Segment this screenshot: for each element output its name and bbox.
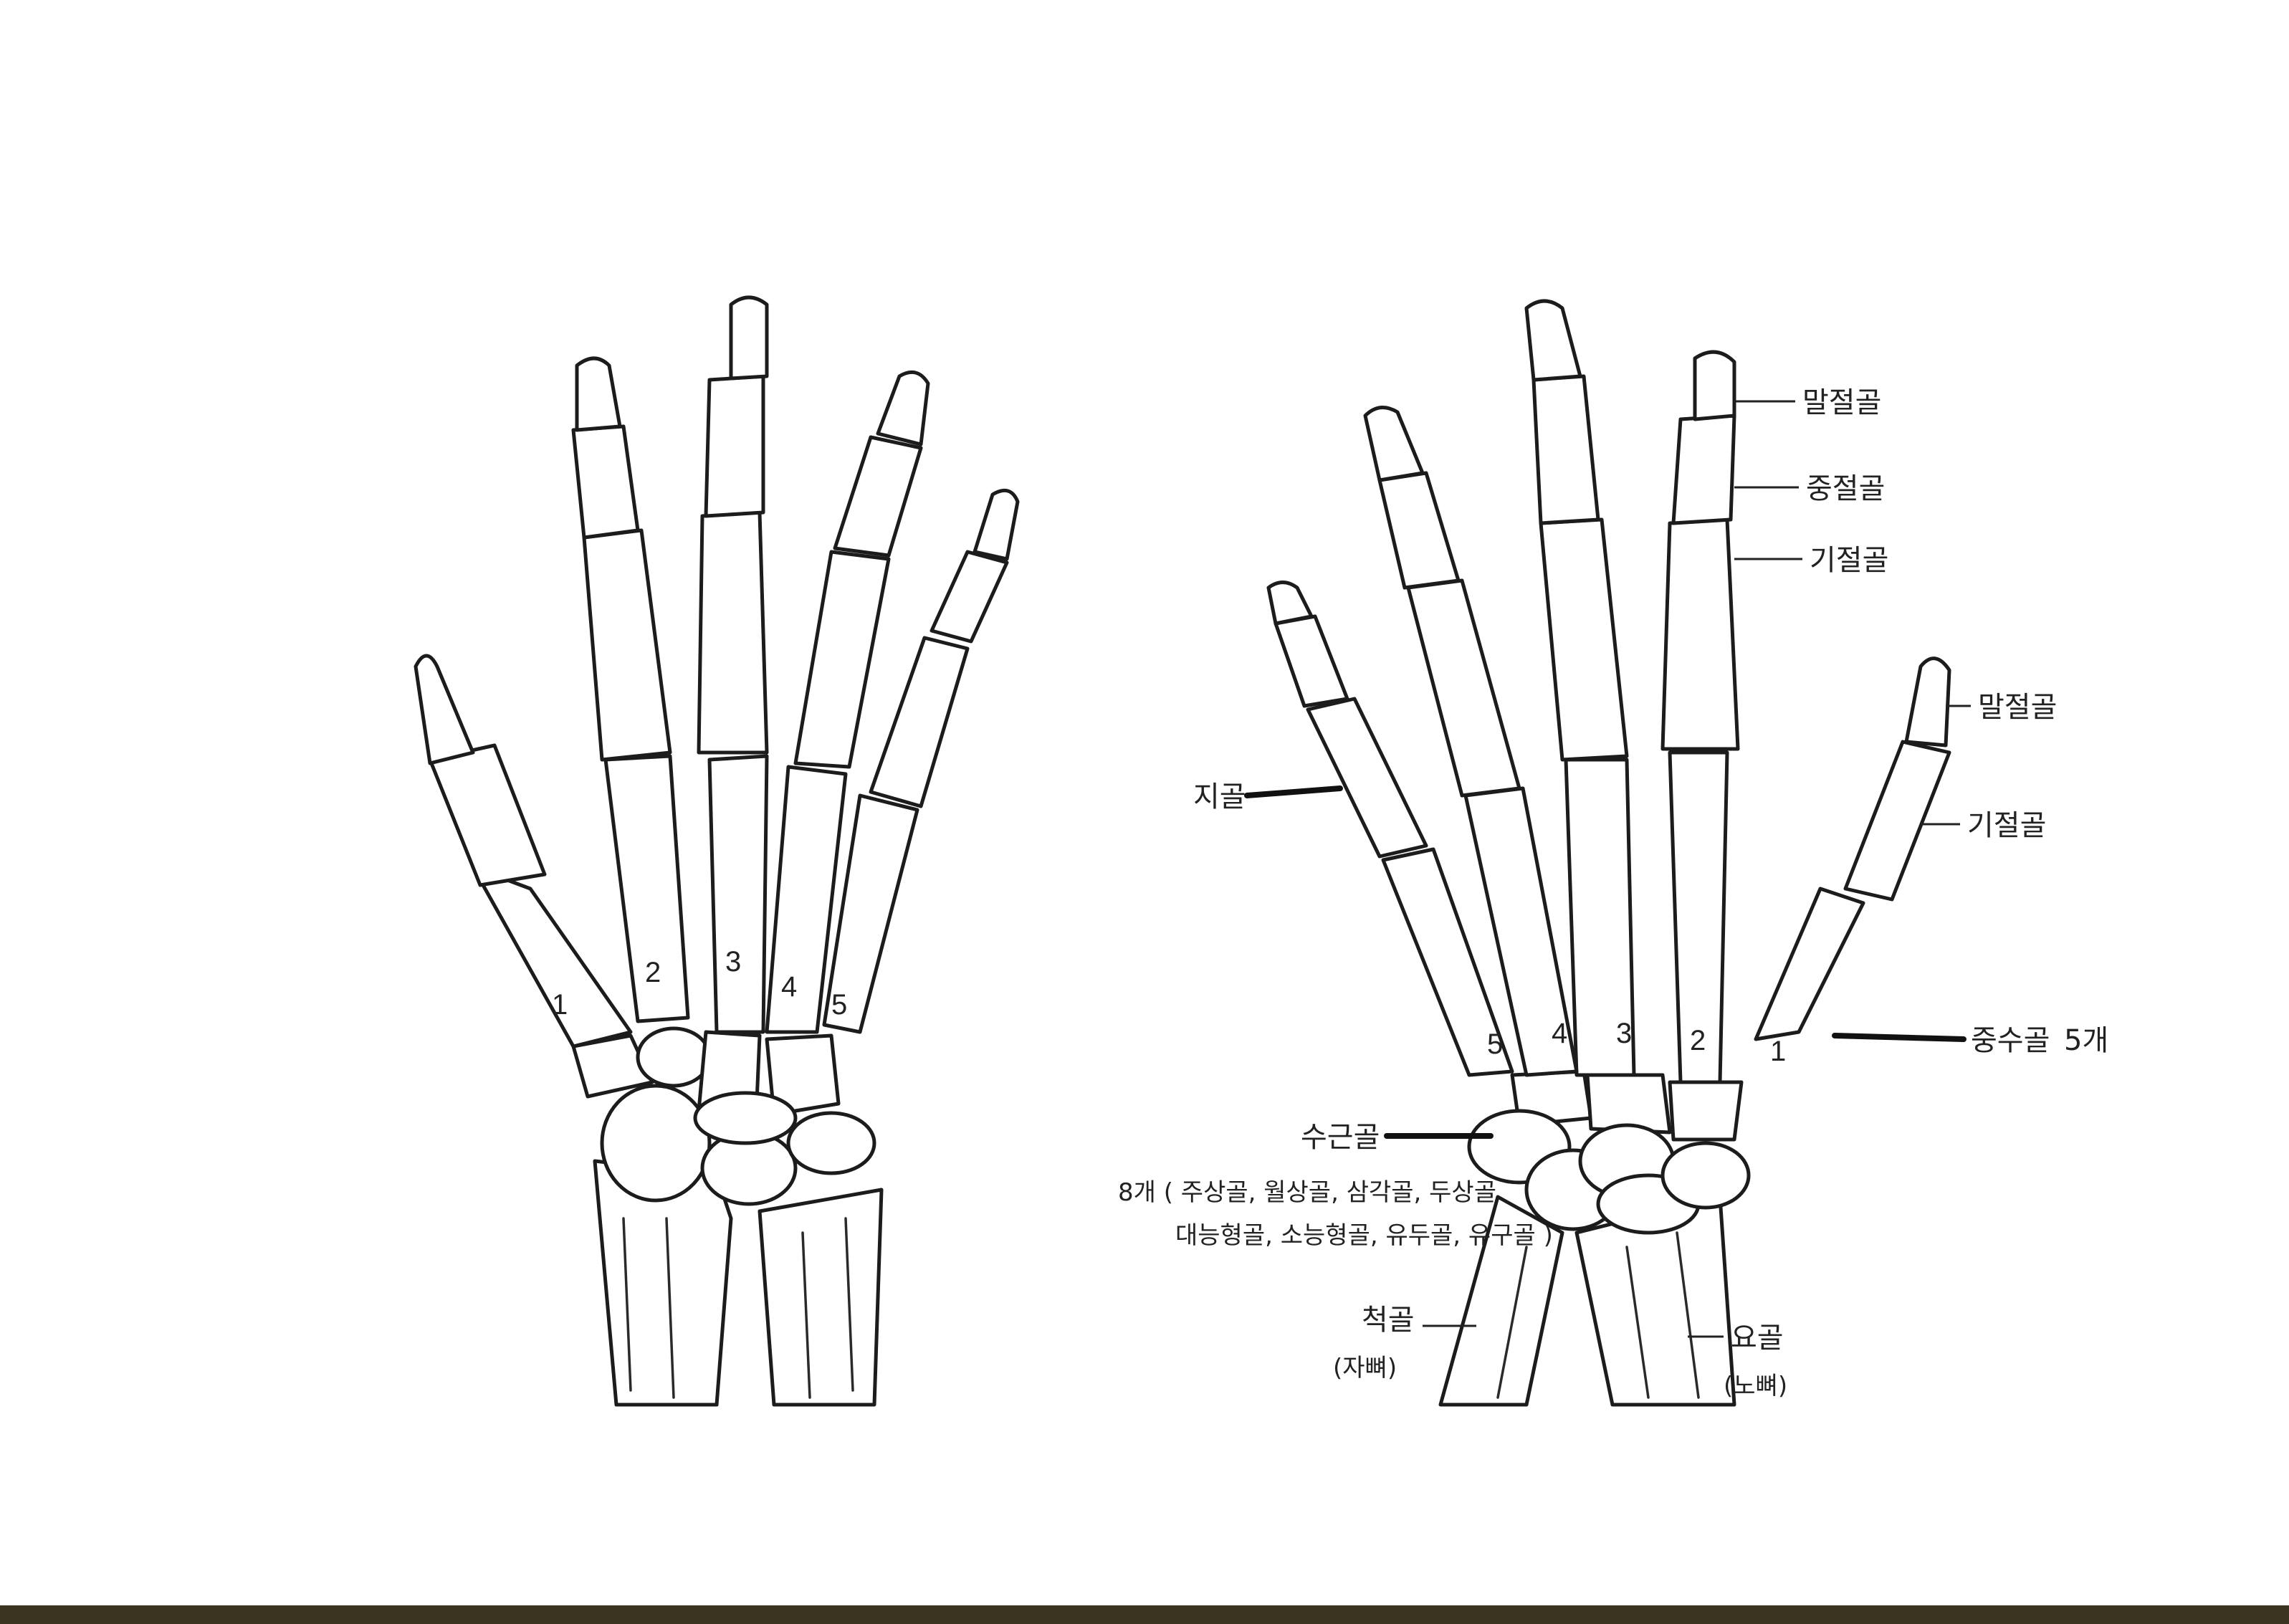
label-carpals-detail-line2: 대능형골, 소능형골, 유두골, 유구골 ) bbox=[1175, 1221, 1553, 1250]
label-radius-alt: (노뼈) bbox=[1724, 1372, 1787, 1400]
right-metacarpal-number: 3 bbox=[1616, 1018, 1632, 1049]
left-metacarpal-number: 5 bbox=[831, 989, 847, 1021]
left-ring-finger bbox=[765, 370, 930, 1034]
right-metacarpal-number: 5 bbox=[1487, 1028, 1503, 1060]
leader-phalanges bbox=[1244, 785, 1343, 798]
left-middle-finger bbox=[697, 295, 769, 1034]
right-carpals bbox=[1467, 1069, 1751, 1235]
label-metacarpals-count: 5개 bbox=[2064, 1024, 2108, 1057]
left-metacarpal-number: 1 bbox=[552, 989, 568, 1021]
right-ring-finger bbox=[1363, 406, 1579, 1077]
label-distal-phalanx: 말절골 bbox=[1802, 386, 1881, 419]
right-index-finger bbox=[1660, 350, 1740, 1084]
left-hand: 1 2 3 4 5 bbox=[414, 295, 1020, 1407]
label-thumb-distal-phalanx: 말절골 bbox=[1978, 691, 2057, 724]
left-carpals bbox=[571, 1026, 876, 1206]
label-middle-phalanx: 중절골 bbox=[1806, 472, 1885, 505]
label-carpals-detail-line1: 8개 ( 주상골, 월상골, 삼각골, 두상골 bbox=[1118, 1178, 1496, 1207]
label-radius: 요골 bbox=[1731, 1322, 1784, 1355]
left-metacarpal-number: 2 bbox=[645, 957, 661, 988]
right-middle-finger bbox=[1524, 299, 1636, 1077]
left-little-finger bbox=[822, 488, 1020, 1034]
label-ulna: 척골 bbox=[1362, 1304, 1415, 1337]
right-metacarpal-number: 4 bbox=[1552, 1018, 1567, 1049]
right-hand: 5 4 3 2 1 bbox=[1266, 299, 1951, 1407]
left-metacarpal-number: 4 bbox=[781, 971, 797, 1003]
right-metacarpal-number: 1 bbox=[1770, 1036, 1786, 1067]
label-thumb-proximal-phalanx: 기절골 bbox=[1967, 809, 2046, 842]
scan-edge bbox=[0, 1605, 2289, 1624]
right-little-finger bbox=[1266, 581, 1514, 1077]
left-index-finger bbox=[571, 356, 690, 1023]
label-metacarpals: 중수골 bbox=[1971, 1024, 2050, 1057]
label-carpals: 수근골 bbox=[1301, 1121, 1380, 1154]
left-forearm bbox=[593, 1159, 884, 1407]
right-thumb bbox=[1754, 656, 1951, 1041]
label-phalanges: 지골 bbox=[1193, 780, 1246, 813]
right-forearm bbox=[1438, 1195, 1736, 1407]
left-thumb bbox=[414, 654, 633, 1049]
left-metacarpal-number: 3 bbox=[725, 946, 741, 978]
annotations: 말절골 중절골 기절골 말절골 기절골 지골 중수골 5개 수근골 8개 ( 주… bbox=[1118, 386, 2108, 1400]
leader-metacarpals bbox=[1832, 1033, 1967, 1042]
label-proximal-phalanx: 기절골 bbox=[1810, 544, 1888, 577]
label-ulna-alt: (자뼈) bbox=[1333, 1354, 1397, 1382]
right-metacarpal-number: 2 bbox=[1690, 1025, 1706, 1056]
